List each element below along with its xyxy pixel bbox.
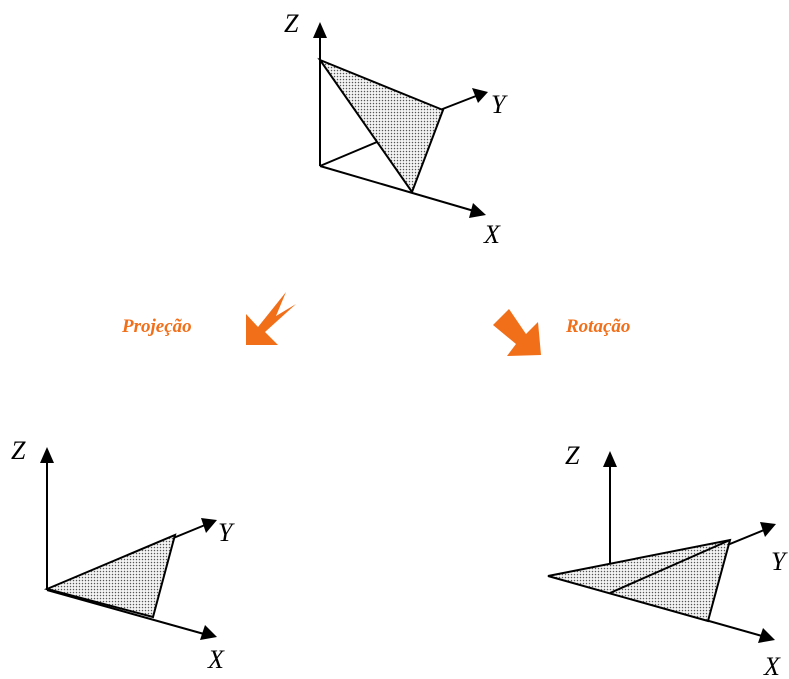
x-axis-arrowhead <box>469 203 486 218</box>
y-axis-label: Y <box>491 90 508 119</box>
z-axis-label: Z <box>565 441 580 470</box>
z-axis-arrowhead <box>313 22 327 38</box>
y-axis-arrowhead <box>760 522 776 537</box>
projection-operation: Projeção <box>121 292 296 345</box>
projection-diagram: Z Y X <box>11 436 235 674</box>
x-axis-label: X <box>207 645 225 674</box>
y-axis-label: Y <box>771 547 788 576</box>
projection-label: Projeção <box>121 316 192 337</box>
x-axis-arrowhead <box>200 625 217 640</box>
y-axis <box>439 95 477 111</box>
x-axis <box>319 165 475 212</box>
triangle <box>43 533 177 619</box>
x-axis-label: X <box>763 652 781 679</box>
z-axis-arrowhead <box>40 447 54 463</box>
y-axis-arrowhead <box>472 88 488 103</box>
rotation-diagram: Z Y X <box>547 441 788 679</box>
y-axis-label: Y <box>218 518 235 547</box>
rotation-operation: Rotação <box>493 309 630 356</box>
z-axis-label: Z <box>284 9 299 38</box>
z-axis-arrowhead <box>603 451 617 467</box>
y-axis-arrowhead <box>201 518 217 533</box>
original-diagram: Z Y X <box>284 9 508 249</box>
arrow-down-right-icon <box>493 309 541 356</box>
arrow-down-left-icon <box>246 292 296 345</box>
rotation-label: Rotação <box>565 316 630 337</box>
triangle-inner-edge <box>609 539 731 594</box>
z-axis-label: Z <box>11 436 26 465</box>
triangle-projection-line <box>319 141 378 167</box>
x-axis <box>46 589 205 635</box>
triangle <box>317 57 445 195</box>
x-axis-arrowhead <box>758 628 775 643</box>
x-axis-label: X <box>483 220 501 249</box>
